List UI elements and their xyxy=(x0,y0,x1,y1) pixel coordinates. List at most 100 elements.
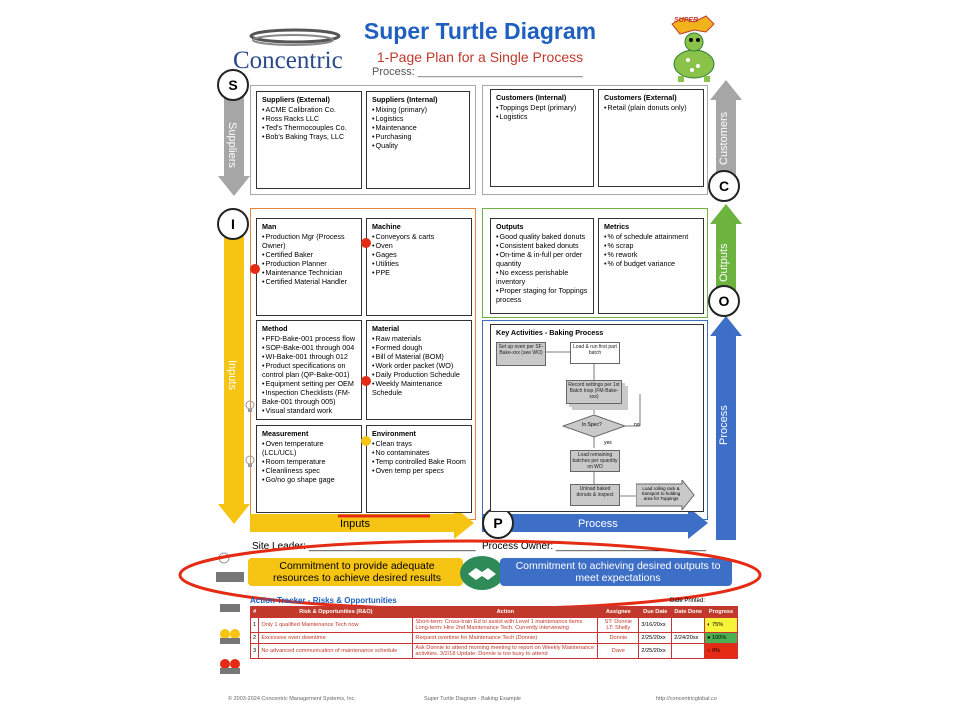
suppliers-arrow xyxy=(218,80,250,196)
progress-value: 0% xyxy=(712,648,721,654)
flow-step-unload: Unload baked donuts & inspect xyxy=(570,484,620,506)
list-item: Equipment setting per OEM xyxy=(262,379,356,388)
list-item: Certified Material Handler xyxy=(262,277,356,286)
metrics-title: Metrics xyxy=(604,222,630,231)
column-header: Due Date xyxy=(638,606,673,618)
column-header: Progress xyxy=(704,606,738,618)
list-item: % of budget variance xyxy=(604,259,698,268)
list-item: Ted's Thermocouples Co. xyxy=(262,123,356,132)
process-arrow-horizontal xyxy=(482,507,708,539)
risk-dot-icon xyxy=(361,238,371,248)
list-item: % rework xyxy=(604,250,698,259)
measurement-box: Measurement Oven temperature (LCL/UCL) R… xyxy=(256,425,362,513)
list-item: Oven temperature (LCL/UCL) xyxy=(262,439,356,457)
list-item: On-time & in-full per order quantity xyxy=(496,250,588,268)
row-number: 1 xyxy=(249,617,260,633)
action-line: Short-term: Cross-train Ed to assist wit… xyxy=(415,619,583,625)
date-done-cell: 2/24/20xx xyxy=(671,632,706,644)
traffic-light-icons xyxy=(220,604,240,674)
material-title: Material xyxy=(372,324,400,333)
customers-external-box: Customers (External) Retail (plain donut… xyxy=(598,89,704,187)
inputs-label: Inputs xyxy=(226,360,238,390)
outputs-arrow xyxy=(710,204,742,294)
progress-cell: ○ 0% xyxy=(704,643,738,659)
man-title: Man xyxy=(262,222,277,231)
measurement-title: Measurement xyxy=(262,429,309,438)
page-subtitle: 1-Page Plan for a Single Process xyxy=(376,49,584,65)
date-printed-label: Date Printed: xyxy=(670,598,706,604)
inputs-label-bottom: Inputs xyxy=(340,518,370,530)
list-item: Product specifications on control plan (… xyxy=(262,361,356,379)
list-item: % of schedule attainment xyxy=(604,232,698,241)
commitment-left-text: Commitment to provide adequate resources… xyxy=(272,560,442,584)
list-item: Ross Racks LLC xyxy=(262,114,356,123)
customers-internal-box: Customers (Internal) Toppings Dept (prim… xyxy=(490,89,594,187)
commitment-right-text: Commitment to achieving desired outputs … xyxy=(515,560,721,584)
metrics-box: Metrics % of schedule attainment % scrap… xyxy=(598,218,704,314)
list-item: Raw materials xyxy=(372,334,466,343)
machine-box: Machine Conveyors & carts Oven Gages Uti… xyxy=(366,218,472,316)
action-cell: Short-term: Cross-train Ed to assist wit… xyxy=(412,617,599,633)
table-row: 3 No advanced communication of maintenan… xyxy=(249,643,738,659)
outputs-title: Outputs xyxy=(496,222,524,231)
outputs-label: Outputs xyxy=(718,243,730,283)
list-item: Clean trays xyxy=(372,439,466,448)
suppliers-external-title: Suppliers (External) xyxy=(262,95,330,104)
method-title: Method xyxy=(262,324,288,333)
suppliers-frame xyxy=(250,85,476,195)
process-owner-field: Process Owner: _________________________… xyxy=(482,541,707,552)
risk-dot-icon xyxy=(250,264,260,274)
c-circle: C xyxy=(708,170,740,202)
list-item: Logistics xyxy=(372,114,464,123)
due-date-cell: 2/25/20xx xyxy=(638,632,673,644)
commitment-left xyxy=(248,558,463,586)
date-done-cell xyxy=(671,643,706,659)
flowchart-connectors xyxy=(546,351,641,497)
risk-dot-icon xyxy=(361,376,371,386)
column-header: Action xyxy=(412,606,599,618)
row-number: 2 xyxy=(249,632,260,644)
assignee-line: LT: Shelly xyxy=(606,625,631,631)
list-item: PPE xyxy=(372,268,466,277)
super-badge: SUPER xyxy=(674,17,699,24)
list-item: Utilities xyxy=(372,259,466,268)
assignee-cell: Donnie xyxy=(597,632,640,644)
list-item: Certified Baker xyxy=(262,250,356,259)
list-item: Toppings Dept (primary) xyxy=(496,103,588,112)
action-cell: Ask Donnie to attend morning meeting to … xyxy=(412,643,599,659)
assignee-cell: Dave xyxy=(597,643,640,659)
customers-label: Customers xyxy=(718,111,730,165)
list-item: ACME Calibration Co. xyxy=(262,105,356,114)
list-item: Oven temp per specs xyxy=(372,466,466,475)
table-row: 2 Excessive oven downtime Request overti… xyxy=(249,632,738,644)
list-item: Bob's Baking Trays, LLC xyxy=(262,132,356,141)
risk-cell: Excessive oven downtime xyxy=(258,632,414,644)
material-box: Material Raw materials Formed dough Bill… xyxy=(366,320,472,420)
outputs-box: Outputs Good quality baked donuts Consis… xyxy=(490,218,594,314)
process-field: Process: ___________________________ xyxy=(372,66,584,78)
customers-frame xyxy=(482,85,708,195)
list-item: Production Planner xyxy=(262,259,356,268)
logo-swoosh-icon xyxy=(249,28,341,46)
column-header: Risk & Opportunities (R&O) xyxy=(258,606,414,618)
due-date-cell: 3/16/20xx xyxy=(638,617,673,633)
list-item: Work order packet (WO) xyxy=(372,361,466,370)
customers-external-title: Customers (External) xyxy=(604,93,677,102)
list-item: Production Mgr (Process Owner) xyxy=(262,232,356,250)
machine-title: Machine xyxy=(372,222,401,231)
footer-title: Super Turtle Diagram - Baking Example xyxy=(424,696,521,702)
list-item: SOP-Bake-001 through 004 xyxy=(262,343,356,352)
list-item: % scrap xyxy=(604,241,698,250)
date-done-cell xyxy=(671,617,706,633)
suppliers-internal-box: Suppliers (Internal) Mixing (primary) Lo… xyxy=(366,91,470,189)
lightbulb-icon xyxy=(245,400,255,412)
flow-decision-label: In Spec? xyxy=(582,422,602,428)
inputs-arrow xyxy=(218,230,250,524)
progress-full-icon: ● xyxy=(707,635,713,641)
inputs-arrow-horizontal xyxy=(250,507,474,539)
action-tracker-table: # Risk & Opportunities (R&O) Action Assi… xyxy=(249,606,738,659)
p-circle: P xyxy=(482,507,514,539)
progress-cell: ● 100% xyxy=(704,632,738,644)
lightbulb-icon xyxy=(245,455,255,467)
list-item: Gages xyxy=(372,250,466,259)
